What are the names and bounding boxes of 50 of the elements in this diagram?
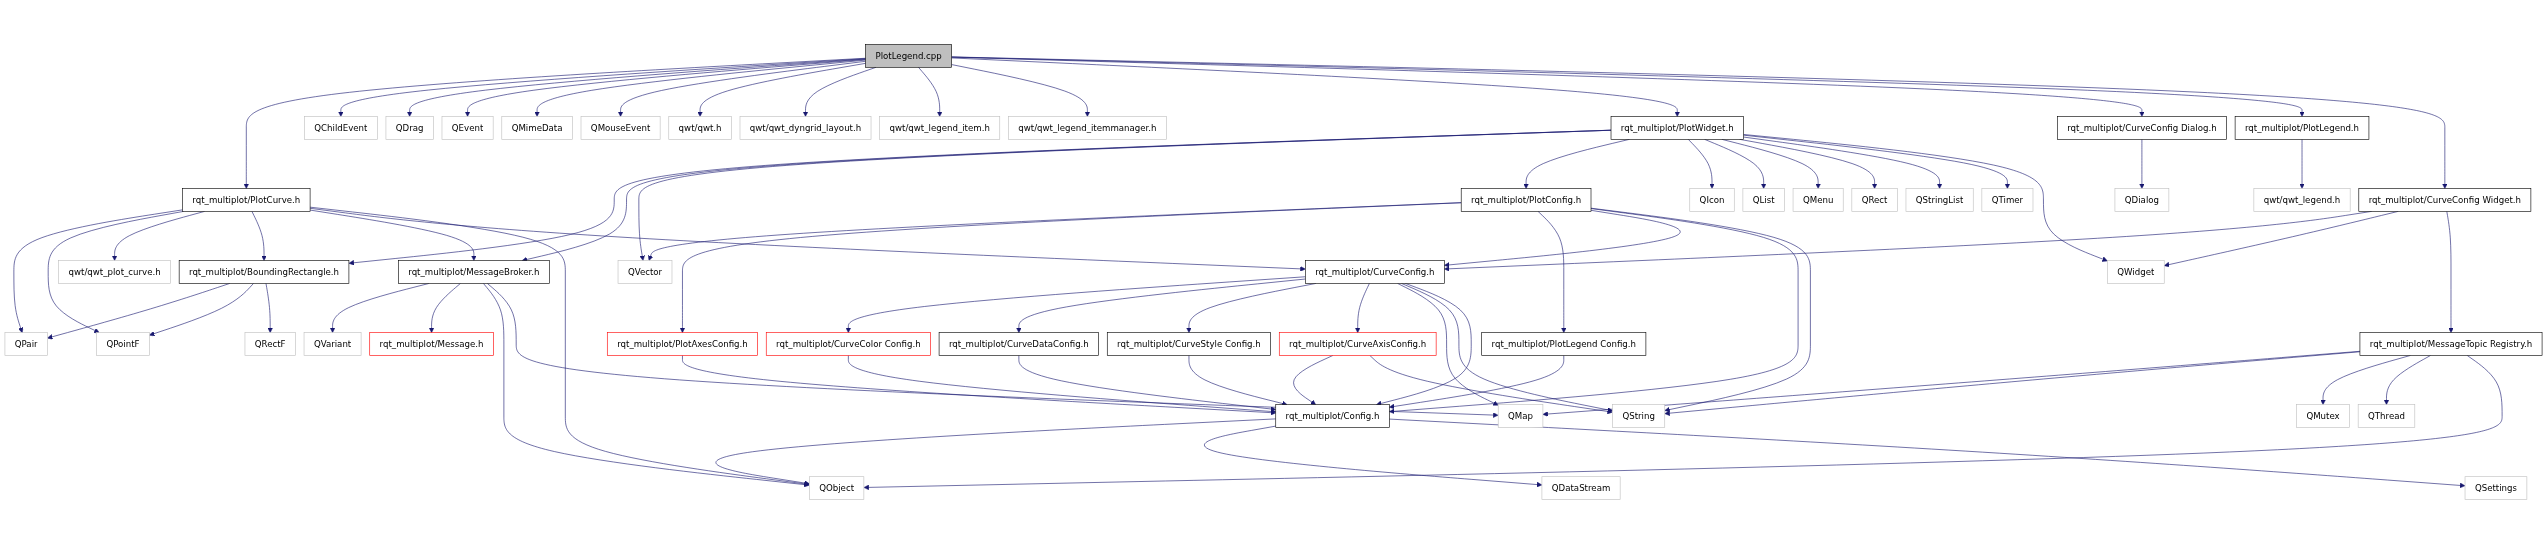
node-box: QWidget — [2107, 260, 2165, 284]
node-box: rqt_multiplot/PlotLegend.h — [2234, 116, 2370, 140]
node-box: QTimer — [1981, 188, 2034, 212]
node-box: QDialog — [2114, 188, 2170, 212]
node-box: QObject — [809, 476, 865, 500]
node-box: qwt/qwt.h — [668, 116, 732, 140]
node-box: QMap — [1497, 404, 1544, 428]
node-box: rqt_multiplot/MessageBroker.h — [398, 260, 550, 284]
node-box: rqt_multiplot/Config.h — [1275, 404, 1390, 428]
node-box: qwt/qwt_plot_curve.h — [58, 260, 171, 284]
node-box: rqt_multiplot/PlotConfig.h — [1460, 188, 1592, 212]
node-box: QMimeData — [501, 116, 573, 140]
node-box: QMouseEvent — [580, 116, 661, 140]
node-box: qwt/qwt_legend_itemmanager.h — [1008, 116, 1167, 140]
node-box: QRect — [1851, 188, 1898, 212]
node-box: rqt_multiplot/Message.h — [369, 332, 494, 356]
node-box: rqt_multiplot/CurveDataConfig.h — [938, 332, 1099, 356]
node-box: QVariant — [303, 332, 362, 356]
node-box: QSettings — [2464, 476, 2528, 500]
node-box: QDataStream — [1541, 476, 1621, 500]
node-box: QMutex — [2296, 404, 2350, 428]
node-box: QStringList — [1905, 188, 1974, 212]
node-box: QPointF — [96, 332, 150, 356]
node-box: QChildEvent — [304, 116, 378, 140]
node-box: rqt_multiplot/CurveAxisConfig.h — [1278, 332, 1437, 356]
node-box: rqt_multiplot/CurveStyle Config.h — [1106, 332, 1271, 356]
node-box: QThread — [2357, 404, 2416, 428]
node-box: QVector — [617, 260, 673, 284]
node-box: rqt_multiplot/CurveConfig.h — [1305, 260, 1445, 284]
node-box: qwt/qwt_dyngrid_layout.h — [739, 116, 872, 140]
node-box: QDrag — [385, 116, 434, 140]
node-box: rqt_multiplot/MessageTopic Registry.h — [2359, 332, 2543, 356]
node-box: rqt_multiplot/PlotCurve.h — [182, 188, 311, 212]
node-box: qwt/qwt_legend_item.h — [879, 116, 1001, 140]
node-box: QString — [1612, 404, 1666, 428]
node-box: rqt_multiplot/CurveConfig Dialog.h — [2057, 116, 2227, 140]
node-box: QEvent — [441, 116, 494, 140]
node-box: rqt_multiplot/CurveConfig Widget.h — [2358, 188, 2532, 212]
node-box: rqt_multiplot/PlotWidget.h — [1610, 116, 1744, 140]
node-box: QList — [1742, 188, 1785, 212]
node-box: rqt_multiplot/CurveColor Config.h — [765, 332, 931, 356]
node-box: QPair — [4, 332, 48, 356]
node-box: QIcon — [1689, 188, 1735, 212]
node-box: rqt_multiplot/BoundingRectangle.h — [178, 260, 350, 284]
node-box: qwt/qwt_legend.h — [2253, 188, 2351, 212]
node-box: rqt_multiplot/PlotLegend Config.h — [1481, 332, 1647, 356]
node-box: QRectF — [244, 332, 296, 356]
node-box: PlotLegend.cpp — [865, 44, 952, 68]
node-box: rqt_multiplot/PlotAxesConfig.h — [607, 332, 758, 356]
node-box: QMenu — [1792, 188, 1844, 212]
